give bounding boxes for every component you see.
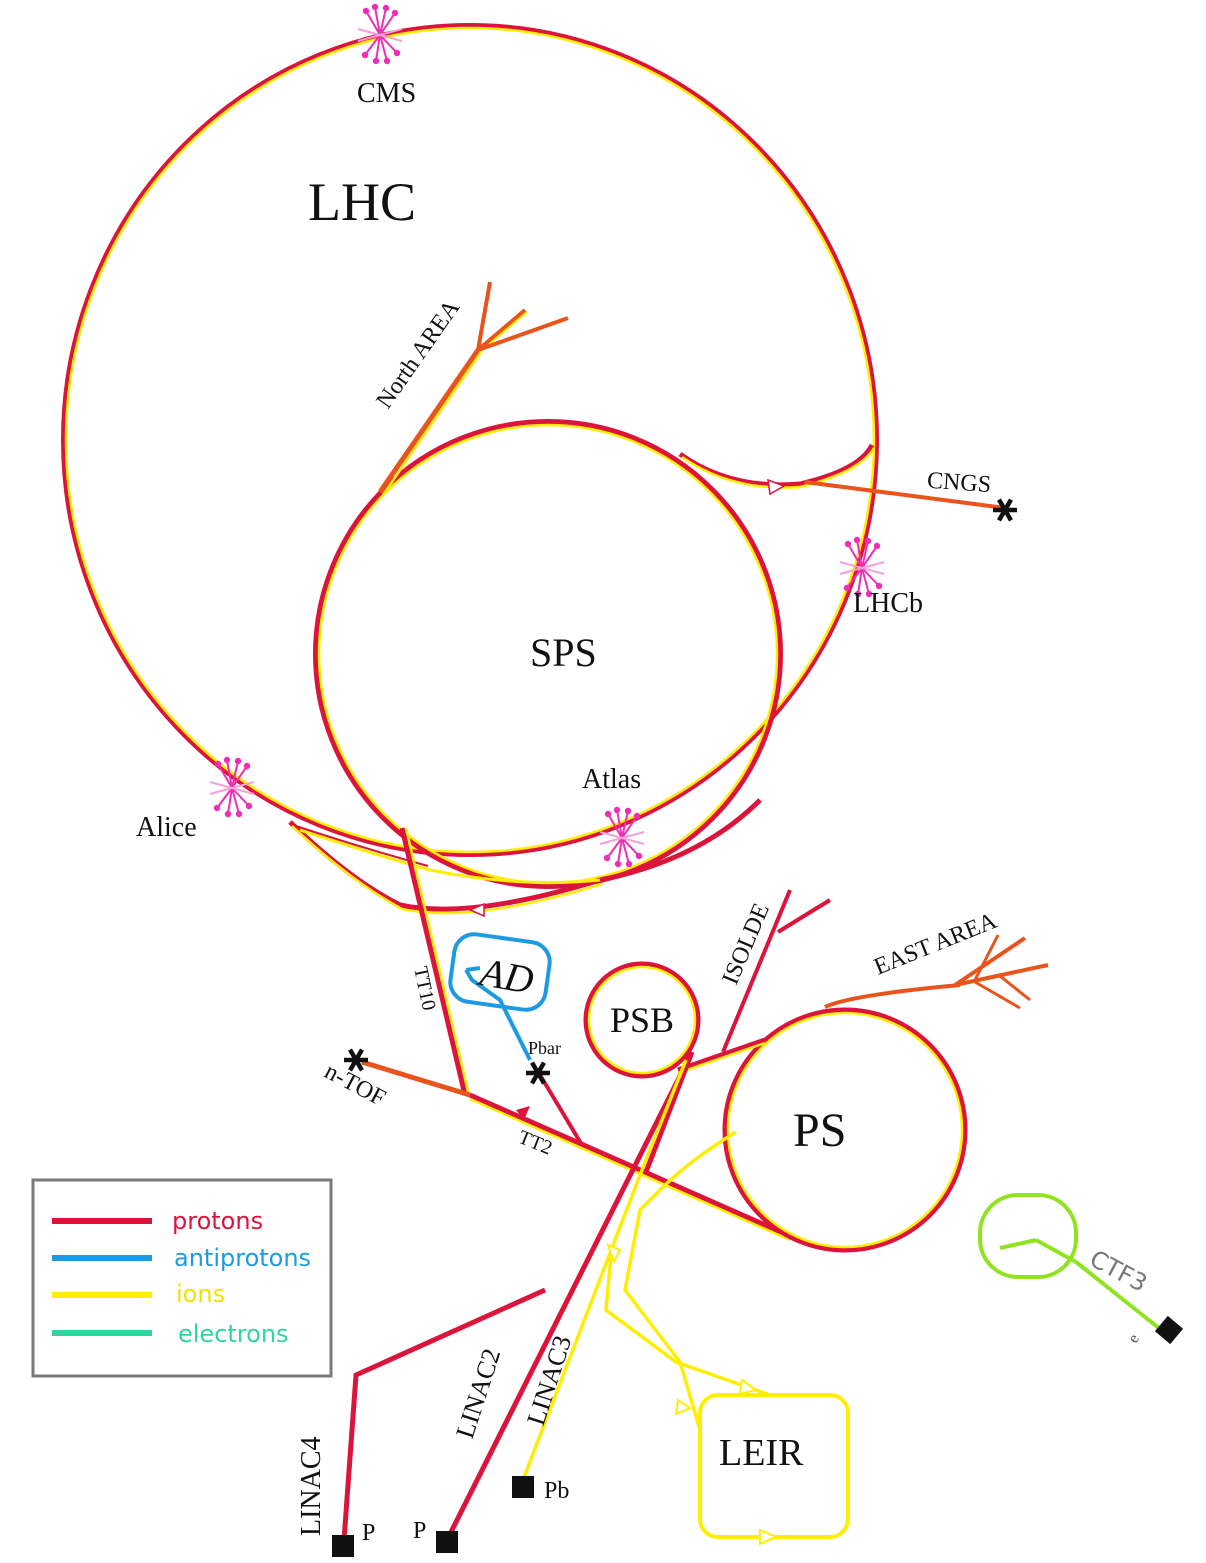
leir-ring	[698, 1393, 850, 1546]
lhc-injection-lines	[288, 798, 762, 918]
ps-ring	[722, 1007, 968, 1253]
linac4-p-label: P	[362, 1520, 375, 1546]
linac4-label: LINAC4	[296, 1436, 327, 1536]
lhcb-label: LHCb	[853, 588, 923, 619]
legend-label-antiprotons: antiprotons	[174, 1244, 311, 1272]
direction-arrow	[468, 902, 485, 918]
ctf3-facility	[978, 1193, 1184, 1345]
ad-ring	[448, 932, 584, 1147]
psb-ring	[583, 961, 701, 1079]
psb-ps-link	[677, 1037, 766, 1075]
cngs-target-icon	[993, 500, 1017, 521]
sps-cngs-link	[678, 443, 876, 496]
legend: protons antiprotons ions electrons	[31, 1178, 333, 1378]
east-area-beamline	[824, 934, 1049, 1010]
atlas-label: Atlas	[582, 764, 641, 795]
lhc-ring	[61, 23, 879, 857]
legend-label-electrons: electrons	[178, 1320, 289, 1348]
linac3-source-icon	[512, 1476, 534, 1498]
legend-item-ions: ions	[52, 1280, 225, 1308]
cngs-label: CNGS	[926, 468, 992, 498]
leir-label: LEIR	[719, 1432, 804, 1474]
direction-arrow	[767, 478, 786, 496]
cngs-beamline	[804, 480, 1017, 521]
pbar-label: Pbar	[528, 1038, 561, 1058]
pb-label: Pb	[544, 1478, 569, 1504]
ctf3-label: CTF3	[1085, 1245, 1152, 1298]
atlas-detector-icon	[599, 805, 645, 869]
tt2-ntof-beamline	[344, 1050, 792, 1242]
tt10-beamline	[399, 827, 471, 1096]
legend-item-antiprotons: antiprotons	[52, 1244, 311, 1272]
legend-label-protons: protons	[172, 1207, 263, 1235]
legend-item-electrons: electrons	[52, 1320, 289, 1348]
electron-source-icon	[1154, 1315, 1184, 1345]
cms-label: CMS	[357, 78, 416, 109]
electron-source-label: e	[1125, 1331, 1143, 1346]
legend-label-ions: ions	[176, 1280, 225, 1308]
sps-label: SPS	[530, 630, 597, 675]
north-area-beamline	[377, 281, 569, 496]
legend-item-protons: protons	[52, 1207, 263, 1235]
pbar-target-icon	[526, 1063, 550, 1084]
ps-label: PS	[793, 1104, 846, 1157]
linac2-source-icon	[436, 1531, 458, 1553]
lhc-label: LHC	[308, 172, 416, 232]
isolde-beamline	[721, 889, 832, 1053]
linac4-source-icon	[332, 1535, 354, 1557]
alice-label: Alice	[136, 812, 197, 843]
linac3-ion-line	[521, 1059, 771, 1481]
psb-label: PSB	[610, 1000, 674, 1040]
linac2-p-label: P	[413, 1518, 426, 1544]
linac2-label: LINAC2	[450, 1345, 506, 1442]
linac-proton-lines	[341, 1050, 695, 1542]
direction-arrow	[516, 1106, 530, 1120]
ad-label: AD	[474, 949, 537, 1003]
